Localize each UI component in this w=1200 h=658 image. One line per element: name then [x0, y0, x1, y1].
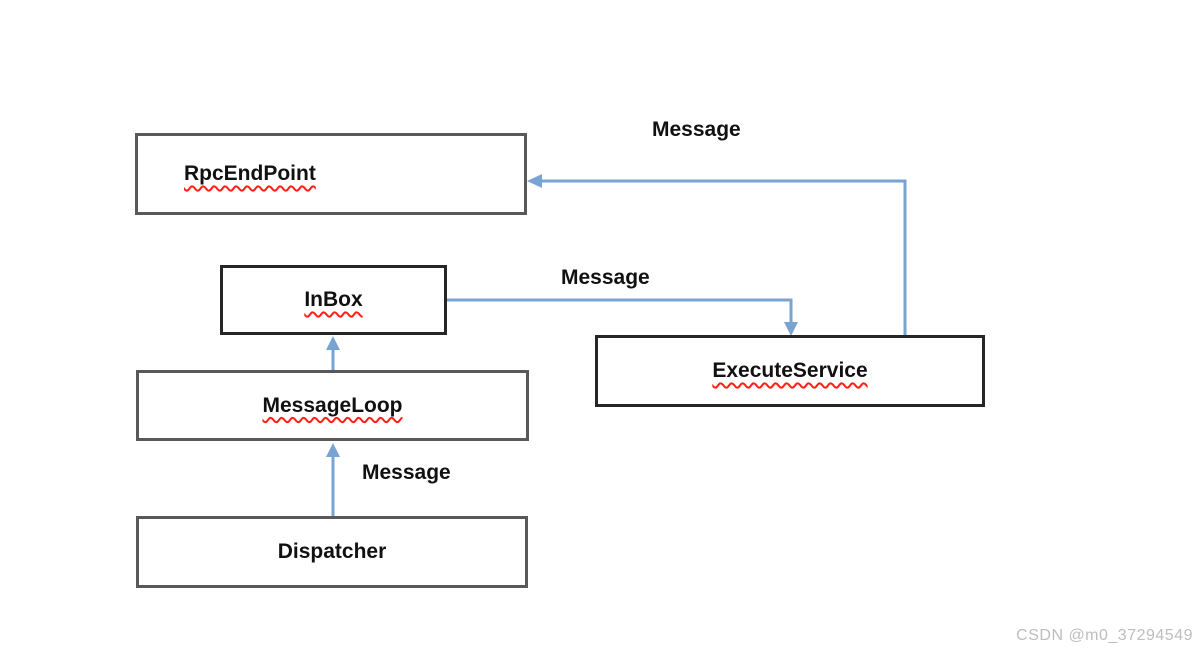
arrowhead-executeservice-to-rpcendpoint	[527, 174, 542, 188]
csdn-watermark: CSDN @m0_37294549	[1016, 627, 1193, 644]
arrow-line-inbox-to-executeservice	[447, 298, 793, 324]
arrow-line-executeservice-to-rpcendpoint	[540, 179, 907, 336]
node-messageloop-label: MessageLoop	[262, 393, 403, 417]
edge-label-dispatcher-to-messageloop: Message	[362, 461, 451, 484]
node-dispatcher-label: Dispatcher	[277, 540, 387, 563]
node-executeservice: ExecuteService	[595, 335, 985, 407]
node-inbox-label: InBox	[304, 288, 363, 311]
node-rpcendpoint-label: RpcEndPoint	[184, 162, 316, 185]
edge-label-inbox-to-executeservice: Message	[561, 266, 650, 289]
node-rpcendpoint: RpcEndPoint	[135, 133, 527, 215]
arrowhead-dispatcher-to-messageloop	[326, 443, 340, 457]
edge-label-executeservice-to-rpcendpoint: Message	[652, 118, 741, 141]
arrowhead-inbox-to-executeservice	[784, 322, 798, 336]
node-inbox: InBox	[220, 265, 447, 335]
node-messageloop: MessageLoop	[136, 370, 529, 441]
arrowhead-messageloop-to-inbox	[326, 336, 340, 350]
node-executeservice-label: ExecuteService	[712, 359, 868, 382]
node-dispatcher: Dispatcher	[136, 516, 528, 588]
